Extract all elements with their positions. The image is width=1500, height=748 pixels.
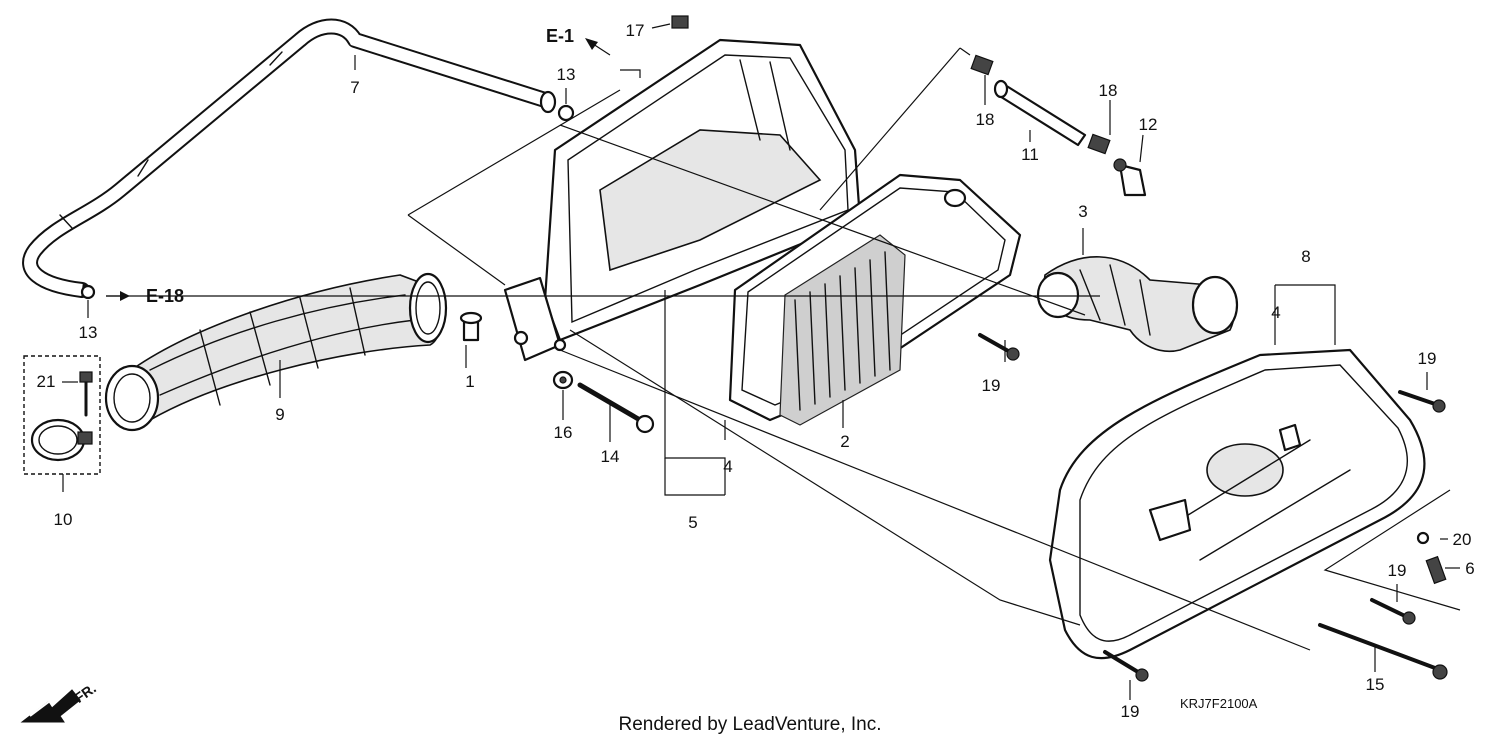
collar-part-1 — [459, 311, 483, 342]
callout-4-upper: 4 — [723, 457, 732, 476]
reference-arrow-e18 — [106, 291, 130, 301]
screw-part-19-center — [978, 333, 1020, 361]
callout-13-lower: 13 — [79, 323, 98, 342]
clip-part-17 — [671, 15, 689, 29]
callout-13-upper: 13 — [557, 65, 576, 84]
screw-part-19-bottom — [1103, 650, 1149, 682]
callout-8: 8 — [1301, 247, 1310, 266]
callout-10: 10 — [54, 510, 73, 529]
air-filter-element-part-2 — [728, 173, 1022, 426]
clamp-kit-part-10 — [23, 355, 101, 475]
air-cleaner-cover-part-8 — [1048, 348, 1426, 660]
callout-3: 3 — [1078, 202, 1087, 221]
callout-1: 1 — [465, 372, 474, 391]
callout-16: 16 — [554, 423, 573, 442]
callout-2: 2 — [840, 432, 849, 451]
callout-12: 12 — [1139, 115, 1158, 134]
callout-19-bottom: 19 — [1121, 702, 1140, 721]
callout-19-right-top: 19 — [1418, 349, 1437, 368]
callout-21: 21 — [37, 372, 56, 391]
clip-part-13 — [80, 104, 575, 300]
rendered-by-credit: Rendered by LeadVenture, Inc. — [618, 714, 881, 735]
callout-15: 15 — [1366, 675, 1385, 694]
intake-duct-part-9 — [104, 272, 448, 432]
bolt-part-15 — [1318, 623, 1448, 680]
callout-18-right: 18 — [1099, 81, 1118, 100]
connecting-tube-part-3 — [1036, 256, 1239, 352]
breather-tube-part-7 — [22, 18, 557, 298]
reference-e1-label: E-1 — [546, 26, 574, 46]
reference-arrow-e1 — [585, 38, 611, 56]
callout-5: 5 — [688, 513, 697, 532]
drain-plug-part-12 — [1113, 158, 1147, 197]
clip-part-18 — [970, 54, 1111, 155]
callout-17: 17 — [626, 21, 645, 40]
screw-part-19-right-top — [1398, 390, 1446, 413]
callout-11: 11 — [1021, 145, 1039, 164]
callout-18-left: 18 — [976, 110, 995, 129]
callout-20: 20 — [1453, 530, 1472, 549]
bolt-part-14 — [577, 382, 655, 434]
air-cleaner-case-part-5 — [503, 38, 862, 362]
screw-part-19-right-mid — [1370, 598, 1416, 625]
grommet-part-20 — [1416, 531, 1430, 545]
callout-4-lower: 4 — [1271, 303, 1280, 322]
washer-part-16 — [552, 370, 574, 390]
leader-lines — [62, 23, 1461, 700]
callout-19-right-mid: 19 — [1388, 561, 1407, 580]
callout-7: 7 — [350, 78, 359, 97]
drain-tube-part-11 — [993, 79, 1087, 147]
front-direction-arrow — [20, 689, 81, 723]
reference-e18-label: E-18 — [146, 286, 184, 306]
callout-9: 9 — [275, 405, 284, 424]
callout-labels: 1 2 3 4 4 5 6 7 8 9 10 11 12 13 13 14 15… — [37, 21, 1475, 721]
callout-19-center: 19 — [982, 376, 1001, 395]
plug-part-6 — [1425, 555, 1447, 585]
callout-14: 14 — [601, 447, 620, 466]
diagram-code: KRJ7F2100A — [1180, 696, 1258, 711]
callout-6: 6 — [1465, 559, 1474, 578]
